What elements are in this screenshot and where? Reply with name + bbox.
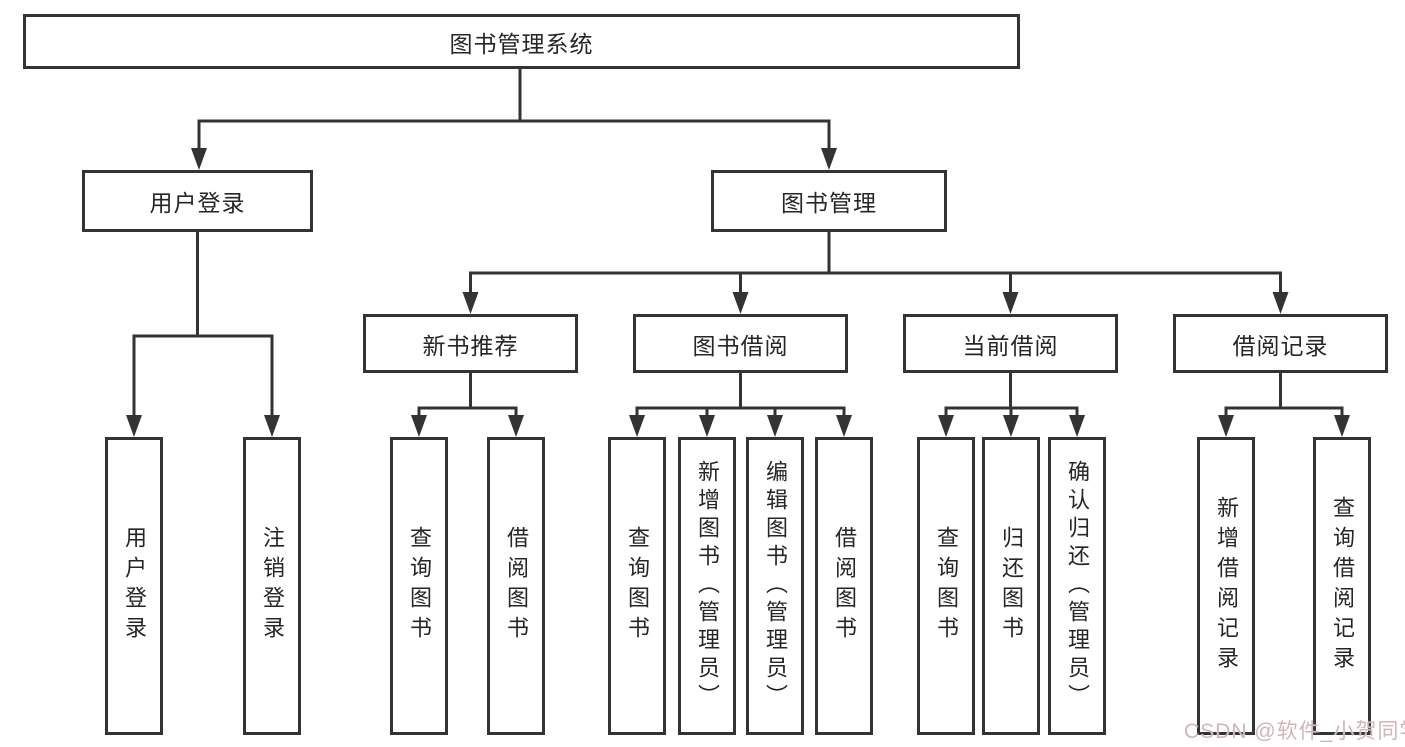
node-library-management-system: 图书管理系统 [23, 14, 1020, 69]
arrowhead-icon [767, 415, 783, 437]
node-current-borrowing: 当前借阅 [903, 314, 1118, 373]
arrowhead-icon [411, 415, 427, 437]
csdn-watermark: CSDN @软件_小贺同学 [1184, 720, 1405, 743]
arrowhead-icon [1002, 292, 1019, 314]
arrowhead-icon [508, 415, 524, 437]
arrowhead-icon [1218, 415, 1234, 437]
arrowhead-icon [699, 415, 715, 437]
arrowhead-icon [1334, 415, 1350, 437]
node-edit-books-admin: 编辑图书（管理员） [746, 437, 804, 735]
arrowhead-icon [1003, 415, 1019, 437]
arrowhead-icon [821, 148, 837, 170]
arrowhead-icon [732, 292, 749, 314]
node-book-borrowing: 图书借阅 [633, 314, 848, 373]
node-return-books: 归还图书 [982, 437, 1040, 735]
node-query-borrow-record: 查询借阅记录 [1313, 437, 1371, 735]
node-user-login-action: 用户登录 [105, 437, 163, 735]
arrowhead-icon [1069, 415, 1085, 437]
arrowhead-icon [836, 415, 852, 437]
node-new-book-recommendation: 新书推荐 [363, 314, 578, 373]
node-user-login: 用户登录 [82, 170, 313, 232]
arrowhead-icon [629, 415, 645, 437]
node-borrow-books-recommend: 借阅图书 [487, 437, 545, 735]
node-logout-action: 注销登录 [243, 437, 301, 735]
node-add-borrow-record: 新增借阅记录 [1197, 437, 1255, 735]
node-query-books-borrowing: 查询图书 [608, 437, 666, 735]
node-borrow-books-action: 借阅图书 [815, 437, 873, 735]
arrowhead-icon [126, 415, 142, 437]
arrowhead-icon [191, 148, 207, 170]
arrowhead-icon [264, 415, 280, 437]
node-query-books-recommend: 查询图书 [390, 437, 448, 735]
node-confirm-return-admin: 确认归还（管理员） [1048, 437, 1106, 735]
node-borrowing-records: 借阅记录 [1173, 314, 1388, 373]
node-add-books-admin: 新增图书（管理员） [678, 437, 736, 735]
arrowhead-icon [1272, 292, 1289, 314]
arrowhead-icon [462, 292, 479, 314]
arrowhead-icon [938, 415, 954, 437]
node-book-management: 图书管理 [711, 170, 947, 232]
node-query-books-current: 查询图书 [917, 437, 975, 735]
